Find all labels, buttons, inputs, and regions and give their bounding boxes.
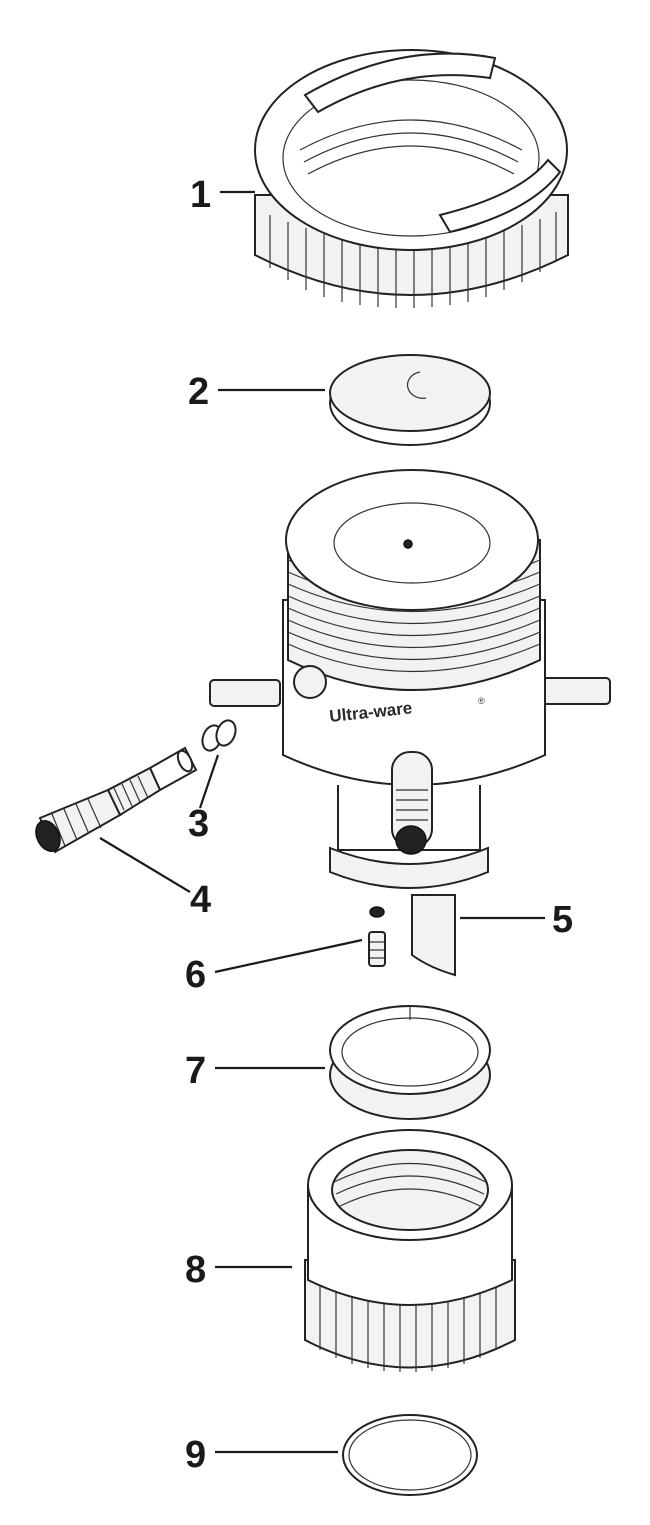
part-9-oring [342, 1414, 478, 1496]
callout-3: 3 [188, 803, 209, 845]
callout-2: 2 [188, 371, 209, 413]
part-4-fitting [35, 746, 198, 854]
part-5-housing: Ultra-ware ® [209, 469, 611, 977]
leader-lines [99, 190, 545, 1454]
part-1-threaded-cap [254, 49, 569, 308]
leader-3 [198, 754, 220, 809]
part-8-lower-collar [304, 1129, 516, 1372]
part-6-small-screw [368, 906, 386, 967]
leader-4 [99, 837, 191, 893]
cap-knurling [269, 212, 557, 308]
callout-4: 4 [190, 879, 211, 921]
part-2-disc [329, 354, 491, 446]
callout-numbers: 1 2 3 4 5 6 7 8 9 [185, 174, 573, 1476]
callout-8: 8 [185, 1249, 206, 1291]
callout-7: 7 [185, 1050, 206, 1092]
part-7-split-ring [329, 1005, 491, 1120]
collar-knurling [319, 1285, 497, 1372]
part-3-small-orings [201, 719, 237, 752]
callout-6: 6 [185, 954, 206, 996]
callout-5: 5 [552, 899, 573, 941]
callout-1: 1 [190, 174, 211, 216]
callout-9: 9 [185, 1434, 206, 1476]
leader-6 [214, 938, 363, 974]
housing-brand-mark: ® [478, 696, 485, 706]
